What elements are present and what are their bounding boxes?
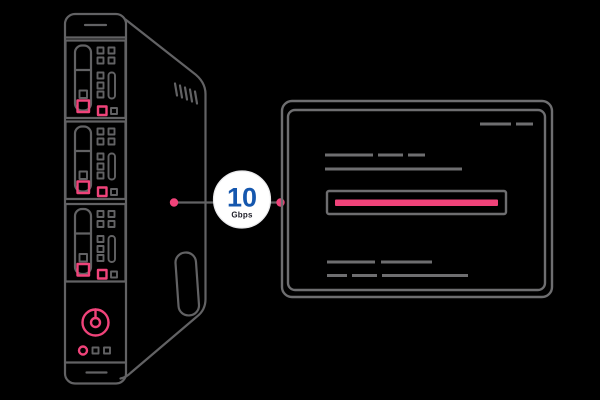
speed-badge: 10 Gbps bbox=[212, 170, 272, 229]
status-led-row bbox=[77, 345, 111, 356]
progress-bar-track bbox=[325, 189, 508, 216]
speed-unit: Gbps bbox=[231, 211, 253, 220]
server-module-1 bbox=[64, 39, 127, 120]
server-tower bbox=[63, 12, 207, 385]
server-module-3 bbox=[64, 202, 127, 283]
side-handle-cutout bbox=[174, 251, 201, 317]
server-module-2 bbox=[64, 120, 127, 201]
connection-dot-left bbox=[169, 198, 179, 207]
speed-value: 10 bbox=[227, 183, 257, 213]
power-logo-icon bbox=[81, 308, 110, 337]
text-placeholder-heading bbox=[325, 153, 462, 171]
monitor-inner-frame bbox=[286, 108, 547, 292]
monitor-outer-frame bbox=[280, 99, 554, 299]
text-placeholder-footer bbox=[327, 260, 468, 277]
progress-bar bbox=[325, 189, 508, 216]
progress-bar-fill bbox=[335, 199, 498, 206]
monitor bbox=[280, 99, 554, 299]
connection-dot-right bbox=[276, 198, 285, 207]
server-side-panel bbox=[119, 18, 207, 380]
vent-lines bbox=[173, 82, 199, 105]
